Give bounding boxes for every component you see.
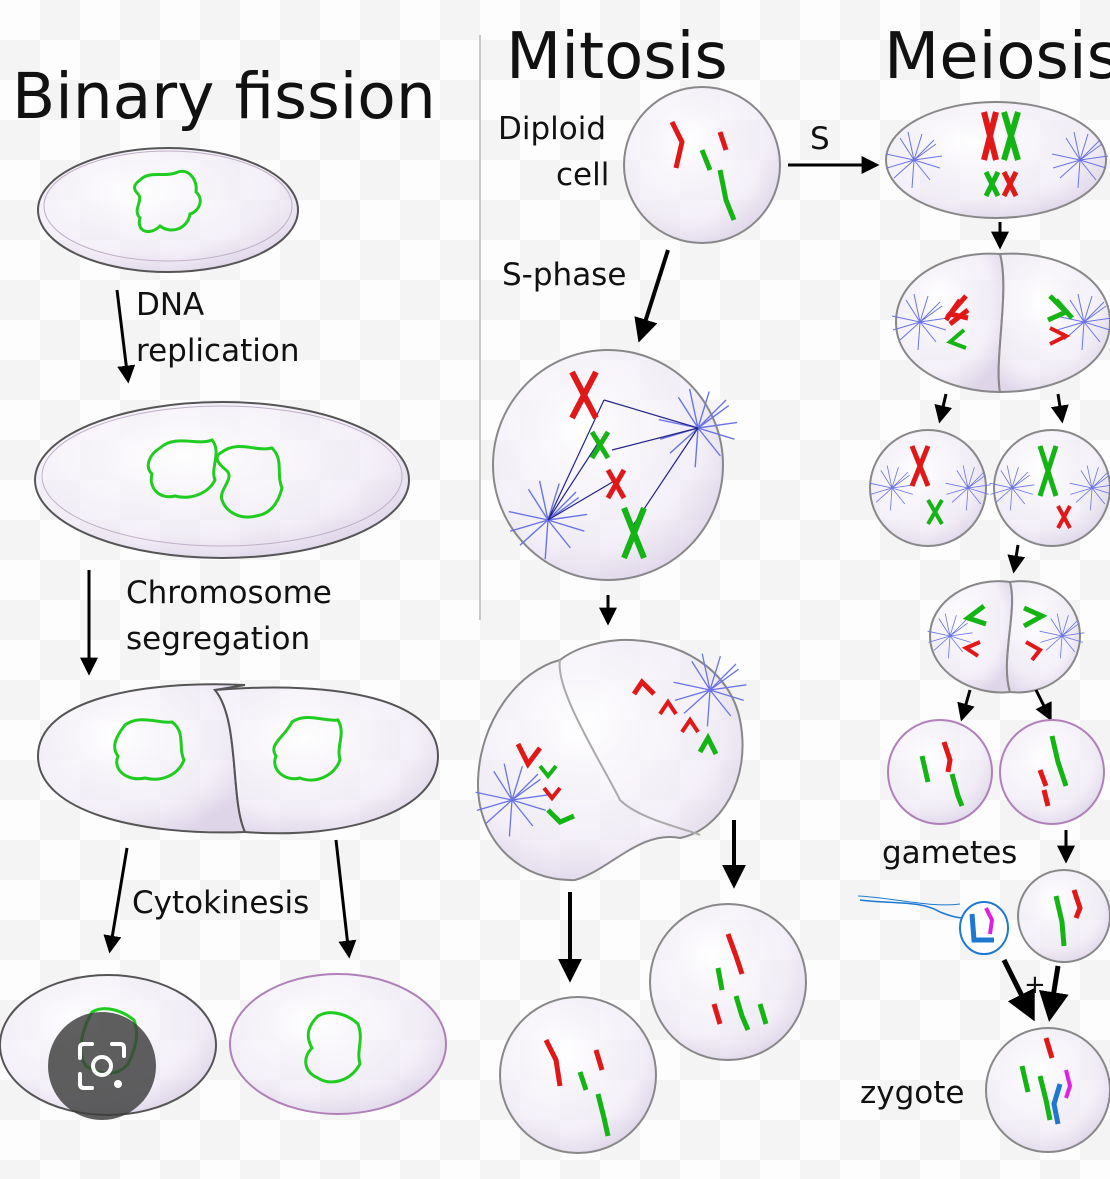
mitosis-metaphase-cell [492,349,738,581]
meiosis-cell-3-left [869,429,991,547]
label-s-phase: S-phase [502,257,627,293]
binary-fission-cell-3 [36,683,440,835]
arrow-dna-replication [115,289,136,384]
label-s: S [810,121,830,157]
label-plus: + [1024,970,1046,1000]
label-segregation: segregation [126,621,311,657]
meiosis-cell-2 [891,252,1110,394]
label-chromosome: Chromosome [126,575,332,611]
meiosis-cell-3-right [989,429,1110,547]
title-mitosis: Mitosis [506,20,728,94]
circular-dna [133,169,202,234]
label-gametes: gametes [882,835,1018,871]
mitosis-anaphase-cell [474,638,748,882]
arrow-s-phase [634,249,670,343]
meiosis-gamete-right [999,719,1105,825]
label-diploid: Diploid [498,111,607,147]
visual-search-lens-icon[interactable] [48,1012,156,1120]
label-dna: DNA [136,287,205,323]
label-cytokinesis: Cytokinesis [132,885,310,921]
title-meiosis: Meiosis [884,20,1110,94]
title-binary-fission: Binary fission [12,60,436,133]
mitosis-daughter-left [499,996,657,1154]
lens-glyph-icon [78,1042,126,1090]
label-zygote: zygote [860,1075,965,1111]
arrow-cytokinesis-left [103,847,129,954]
mitosis-diploid-cell [623,86,781,244]
egg-cell [1017,869,1110,963]
zygote-cell [985,1027,1110,1153]
daughter-cell-right [229,973,447,1115]
label-replication: replication [136,333,300,369]
meiosis-cell-4 [927,580,1085,694]
meiosis-gamete-left [887,719,993,825]
binary-fission-cell-2 [34,401,410,559]
mitosis-daughter-right [649,903,807,1061]
label-cell: cell [556,157,610,193]
sperm-cell [857,895,1009,955]
arrow-cytokinesis-right [334,839,357,959]
binary-fission-cell-1 [37,147,299,273]
meiosis-cell-1 [885,101,1109,219]
dna-copy-b [215,445,284,519]
dna-copy-a [146,438,218,499]
